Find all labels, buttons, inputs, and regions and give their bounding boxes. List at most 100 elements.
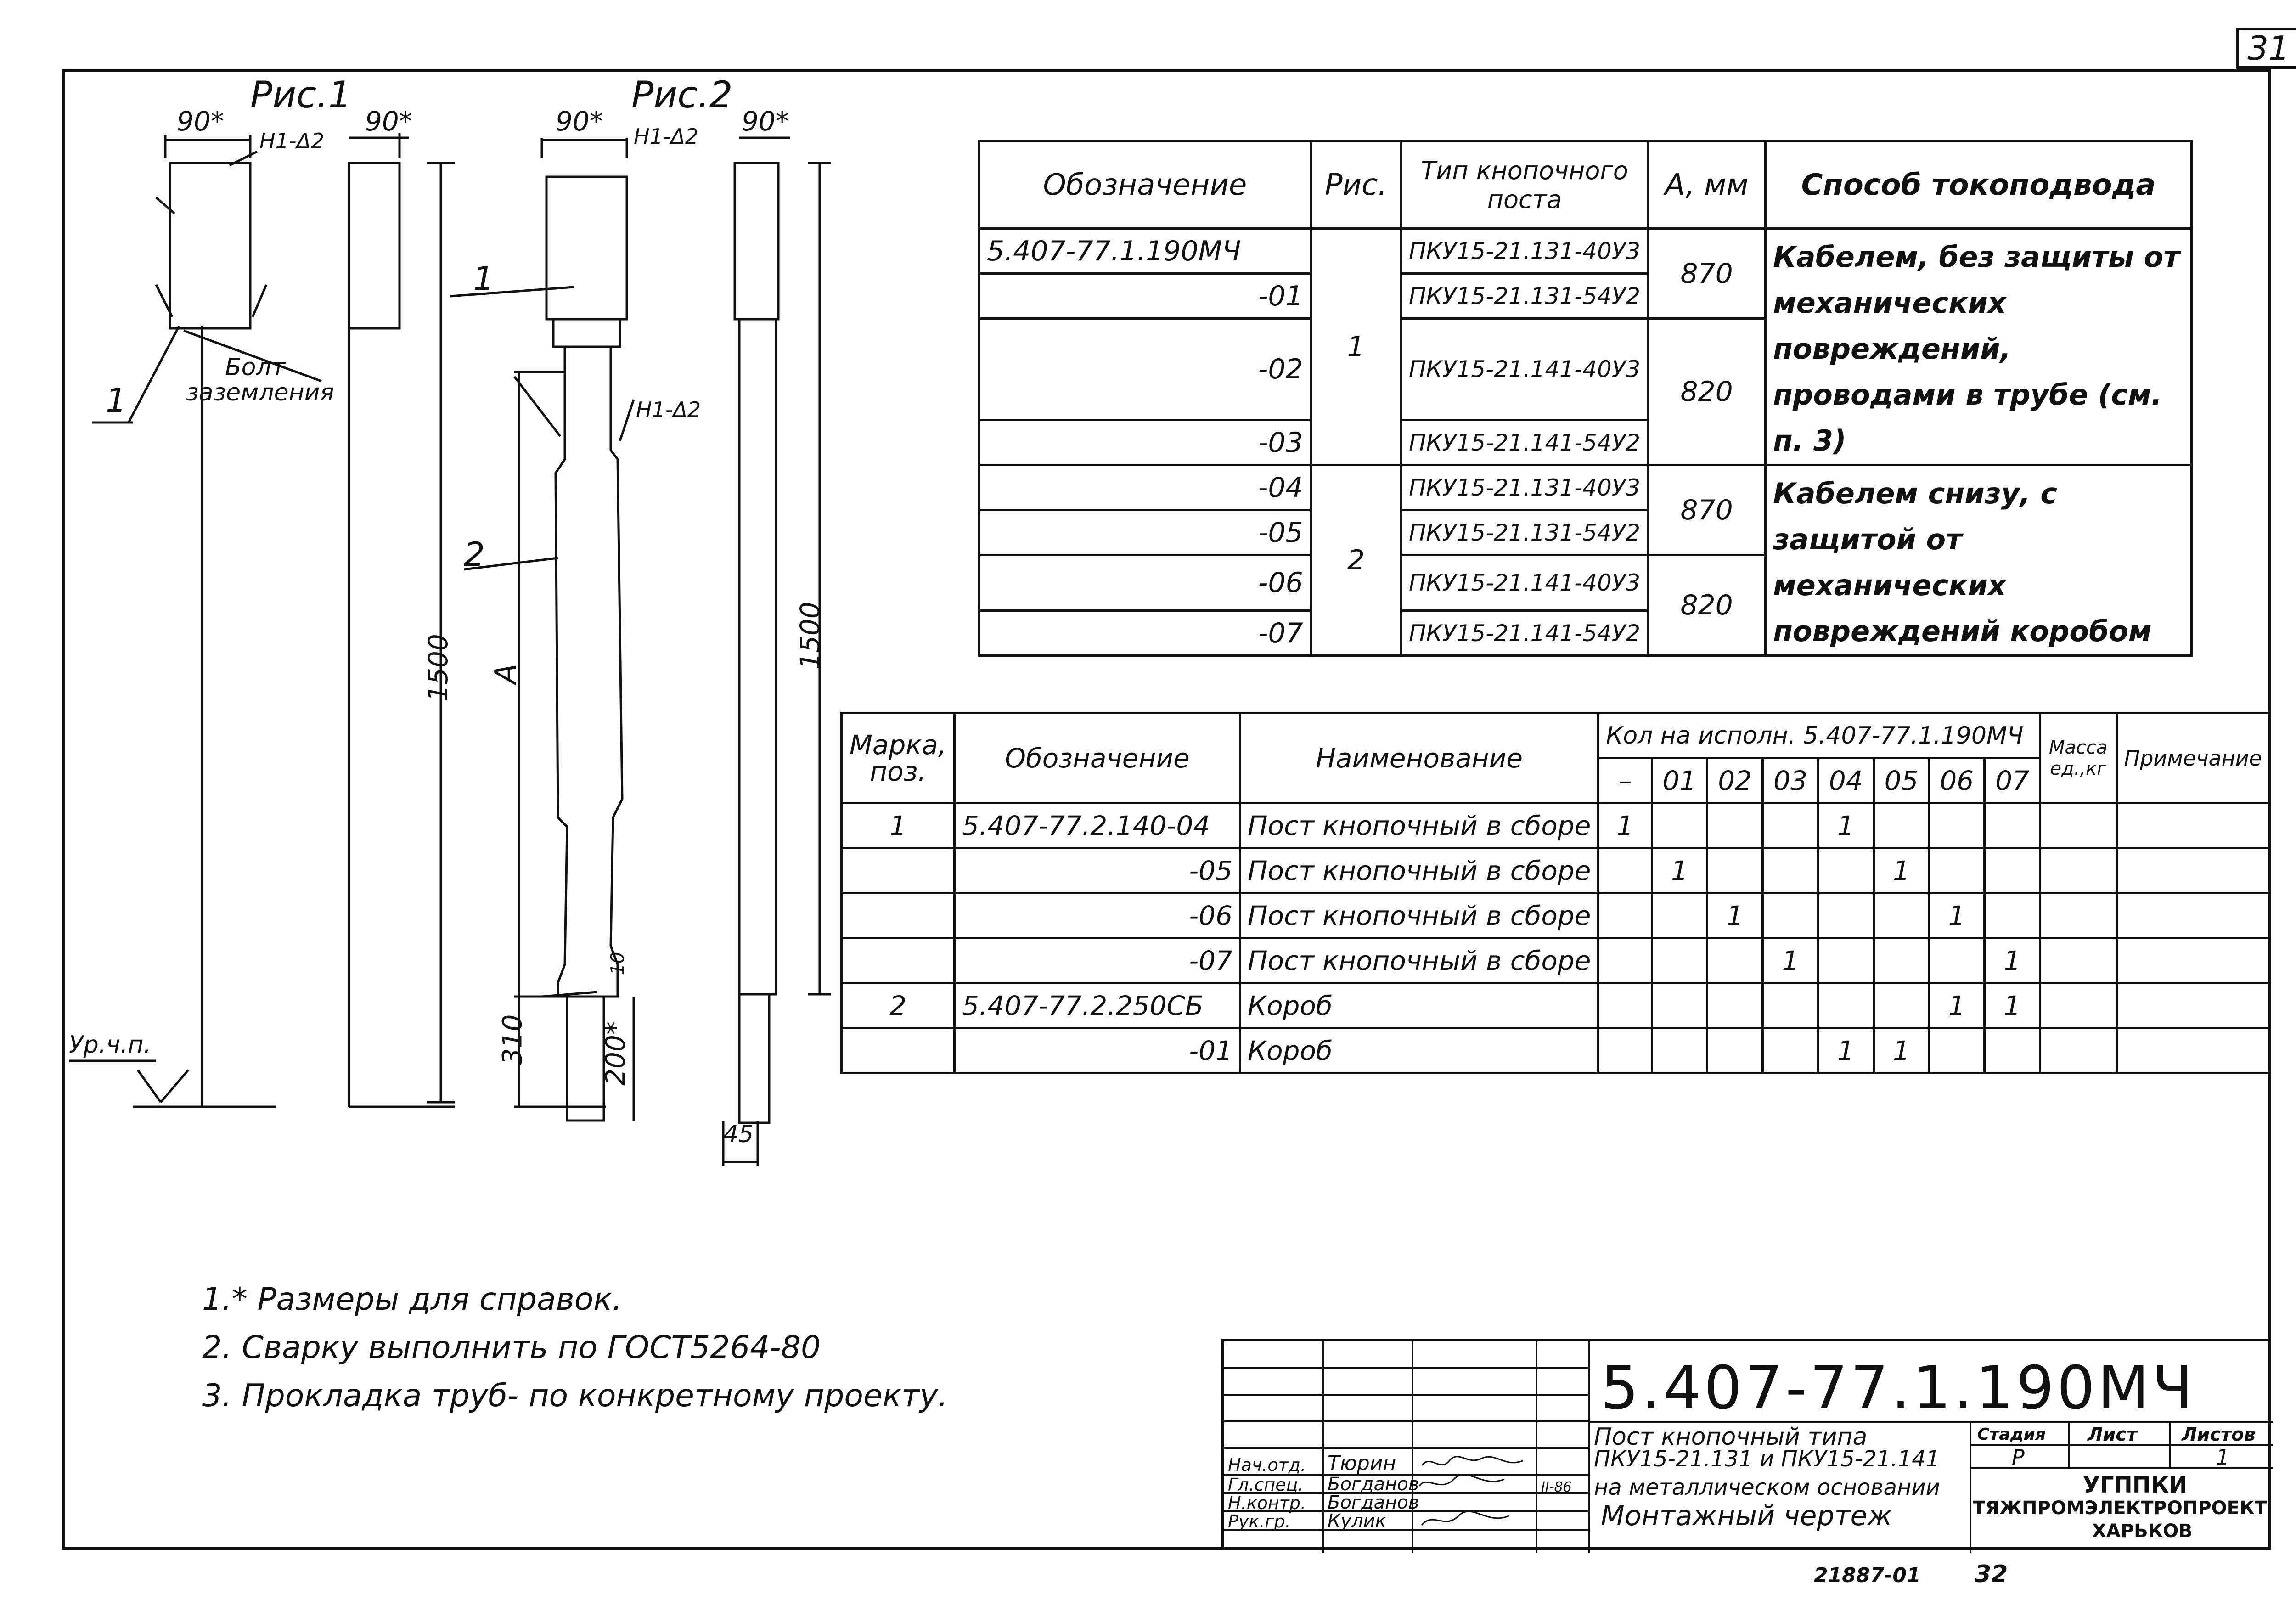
spec-qty: 1 [1817, 802, 1875, 849]
spec-name: Короб [1238, 982, 1600, 1029]
spec-qty: 1 [1983, 982, 2041, 1029]
desc-line-2: ПКУ15-21.131 и ПКУ15-21.141 [1594, 1446, 1940, 1472]
spec-qty: 1 [1817, 1027, 1875, 1074]
stage-header: Стадия [1977, 1425, 2046, 1444]
th-type: Тип кнопочного поста [1400, 140, 1649, 230]
table-row-type: ПКУ15-21.141-40У3 [1400, 554, 1649, 612]
a-value: 820 [1647, 317, 1767, 466]
fig-group-2: 2 [1309, 464, 1402, 657]
spec-qty [1817, 847, 1875, 894]
spec-designation: 5.407-77.2.140-04 [953, 802, 1241, 849]
variants-table: Обозначение Рис. Тип кнопочного поста A,… [978, 140, 2193, 657]
role-2: Гл.спец. [1228, 1475, 1304, 1495]
spec-mass [2039, 937, 2118, 984]
spec-qty [1817, 982, 1875, 1029]
a-value: 870 [1647, 227, 1767, 320]
table-row-type: ПКУ15-21.141-40У3 [1400, 317, 1649, 421]
th-fig: Рис. [1309, 140, 1402, 230]
spec-qty [1983, 1027, 2041, 1074]
th-a: A, мм [1647, 140, 1767, 230]
spec-mark [840, 937, 956, 984]
role-3: Н.контр. [1228, 1493, 1306, 1513]
spec-qty [1650, 892, 1709, 939]
bolt-label-2: заземления [186, 379, 334, 406]
spec-qty [1597, 937, 1653, 984]
table-row-designation: -06 [978, 554, 1312, 612]
spec-qty [1597, 847, 1653, 894]
th-variant: 05 [1872, 757, 1930, 804]
table-row-designation: -07 [978, 609, 1312, 657]
spec-qty [1706, 802, 1764, 849]
spec-qty: 1 [1983, 937, 2041, 984]
level-mark: Ур.ч.п. [69, 1031, 152, 1059]
spec-qty: 1 [1761, 937, 1819, 984]
table-row-type: ПКУ15-21.131-54У2 [1400, 272, 1649, 320]
spec-qty: 1 [1597, 802, 1653, 849]
spec-qty [1983, 847, 2041, 894]
spec-qty [1706, 982, 1764, 1029]
dim-a-label: A [489, 664, 523, 684]
spec-note [2115, 802, 2271, 849]
spec-qty [1761, 982, 1819, 1029]
title-block: 5.407-77.1.190МЧ Пост кнопочный типа ПКУ… [1221, 1339, 2273, 1553]
document-code: 5.407-77.1.190МЧ [1601, 1353, 2196, 1423]
name-4: Кулик [1328, 1510, 1386, 1532]
th-variant: 02 [1706, 757, 1764, 804]
bolt-label: Болт [225, 354, 286, 381]
spec-qty [1597, 1027, 1653, 1074]
spec-qty [1650, 802, 1709, 849]
sheets-value: 1 [2216, 1445, 2230, 1470]
fig2-side-post [733, 162, 780, 321]
th-variant: 04 [1817, 757, 1875, 804]
spec-qty: 1 [1650, 847, 1709, 894]
dim-200: 200* [599, 1021, 631, 1086]
spec-qty [1650, 1027, 1709, 1074]
spec-qty [1983, 892, 2041, 939]
name-2: Богданов [1328, 1474, 1419, 1495]
fig1-title: Рис.1 [250, 73, 352, 116]
fig-group-1: 1 [1309, 227, 1402, 466]
sheet-header: Лист [2088, 1424, 2138, 1445]
a-value: 820 [1647, 554, 1767, 657]
spec-designation: -01 [953, 1027, 1241, 1074]
callout-2-fig2: 2 [464, 535, 485, 574]
th-variant: 06 [1928, 757, 1986, 804]
spec-qty: 1 [1872, 847, 1930, 894]
spec-qty [1817, 937, 1875, 984]
spec-note [2115, 892, 2271, 939]
footer-code: 21887-01 [1814, 1564, 1921, 1587]
spec-note [2115, 982, 2271, 1029]
spec-mass [2039, 802, 2118, 849]
th-designation: Обозначение [978, 140, 1312, 230]
note-1: 1.* Размеры для справок. [202, 1281, 622, 1318]
spec-qty [1872, 802, 1930, 849]
th-variant: 07 [1983, 757, 2041, 804]
spec-qty [1597, 982, 1653, 1029]
table-row-designation: -04 [978, 464, 1312, 511]
org-line-3: ХАРЬКОВ [2092, 1521, 2193, 1542]
date-value: II-86 [1541, 1479, 1572, 1495]
spec-name: Короб [1238, 1027, 1600, 1074]
table-row-type: ПКУ15-21.141-54У2 [1400, 609, 1649, 657]
method-1: Кабелем, без защиты от механических повр… [1764, 227, 2193, 466]
spec-qty [1597, 892, 1653, 939]
dim-1500-fig2: 1500 [794, 602, 826, 670]
th-mass: Масса ед.,кг [2039, 712, 2118, 804]
spec-qty [1983, 802, 2041, 849]
spec-designation: -07 [953, 937, 1241, 984]
spec-qty [1928, 847, 1986, 894]
spec-name: Пост кнопочный в сборе [1238, 892, 1600, 939]
dim-90-b: 90* [365, 106, 412, 137]
spec-mass [2039, 847, 2118, 894]
table-row-designation: -05 [978, 509, 1312, 556]
desc-line-1: Пост кнопочный типа [1594, 1423, 1868, 1451]
org-line-2: ТЯЖПРОМЭЛЕКТРОПРОЕКТ [1973, 1498, 2267, 1519]
th-variant: – [1597, 757, 1653, 804]
spec-mark [840, 847, 956, 894]
spec-qty: 1 [1706, 892, 1764, 939]
spec-mass [2039, 982, 2118, 1029]
footer-page: 32 [1975, 1561, 2008, 1588]
